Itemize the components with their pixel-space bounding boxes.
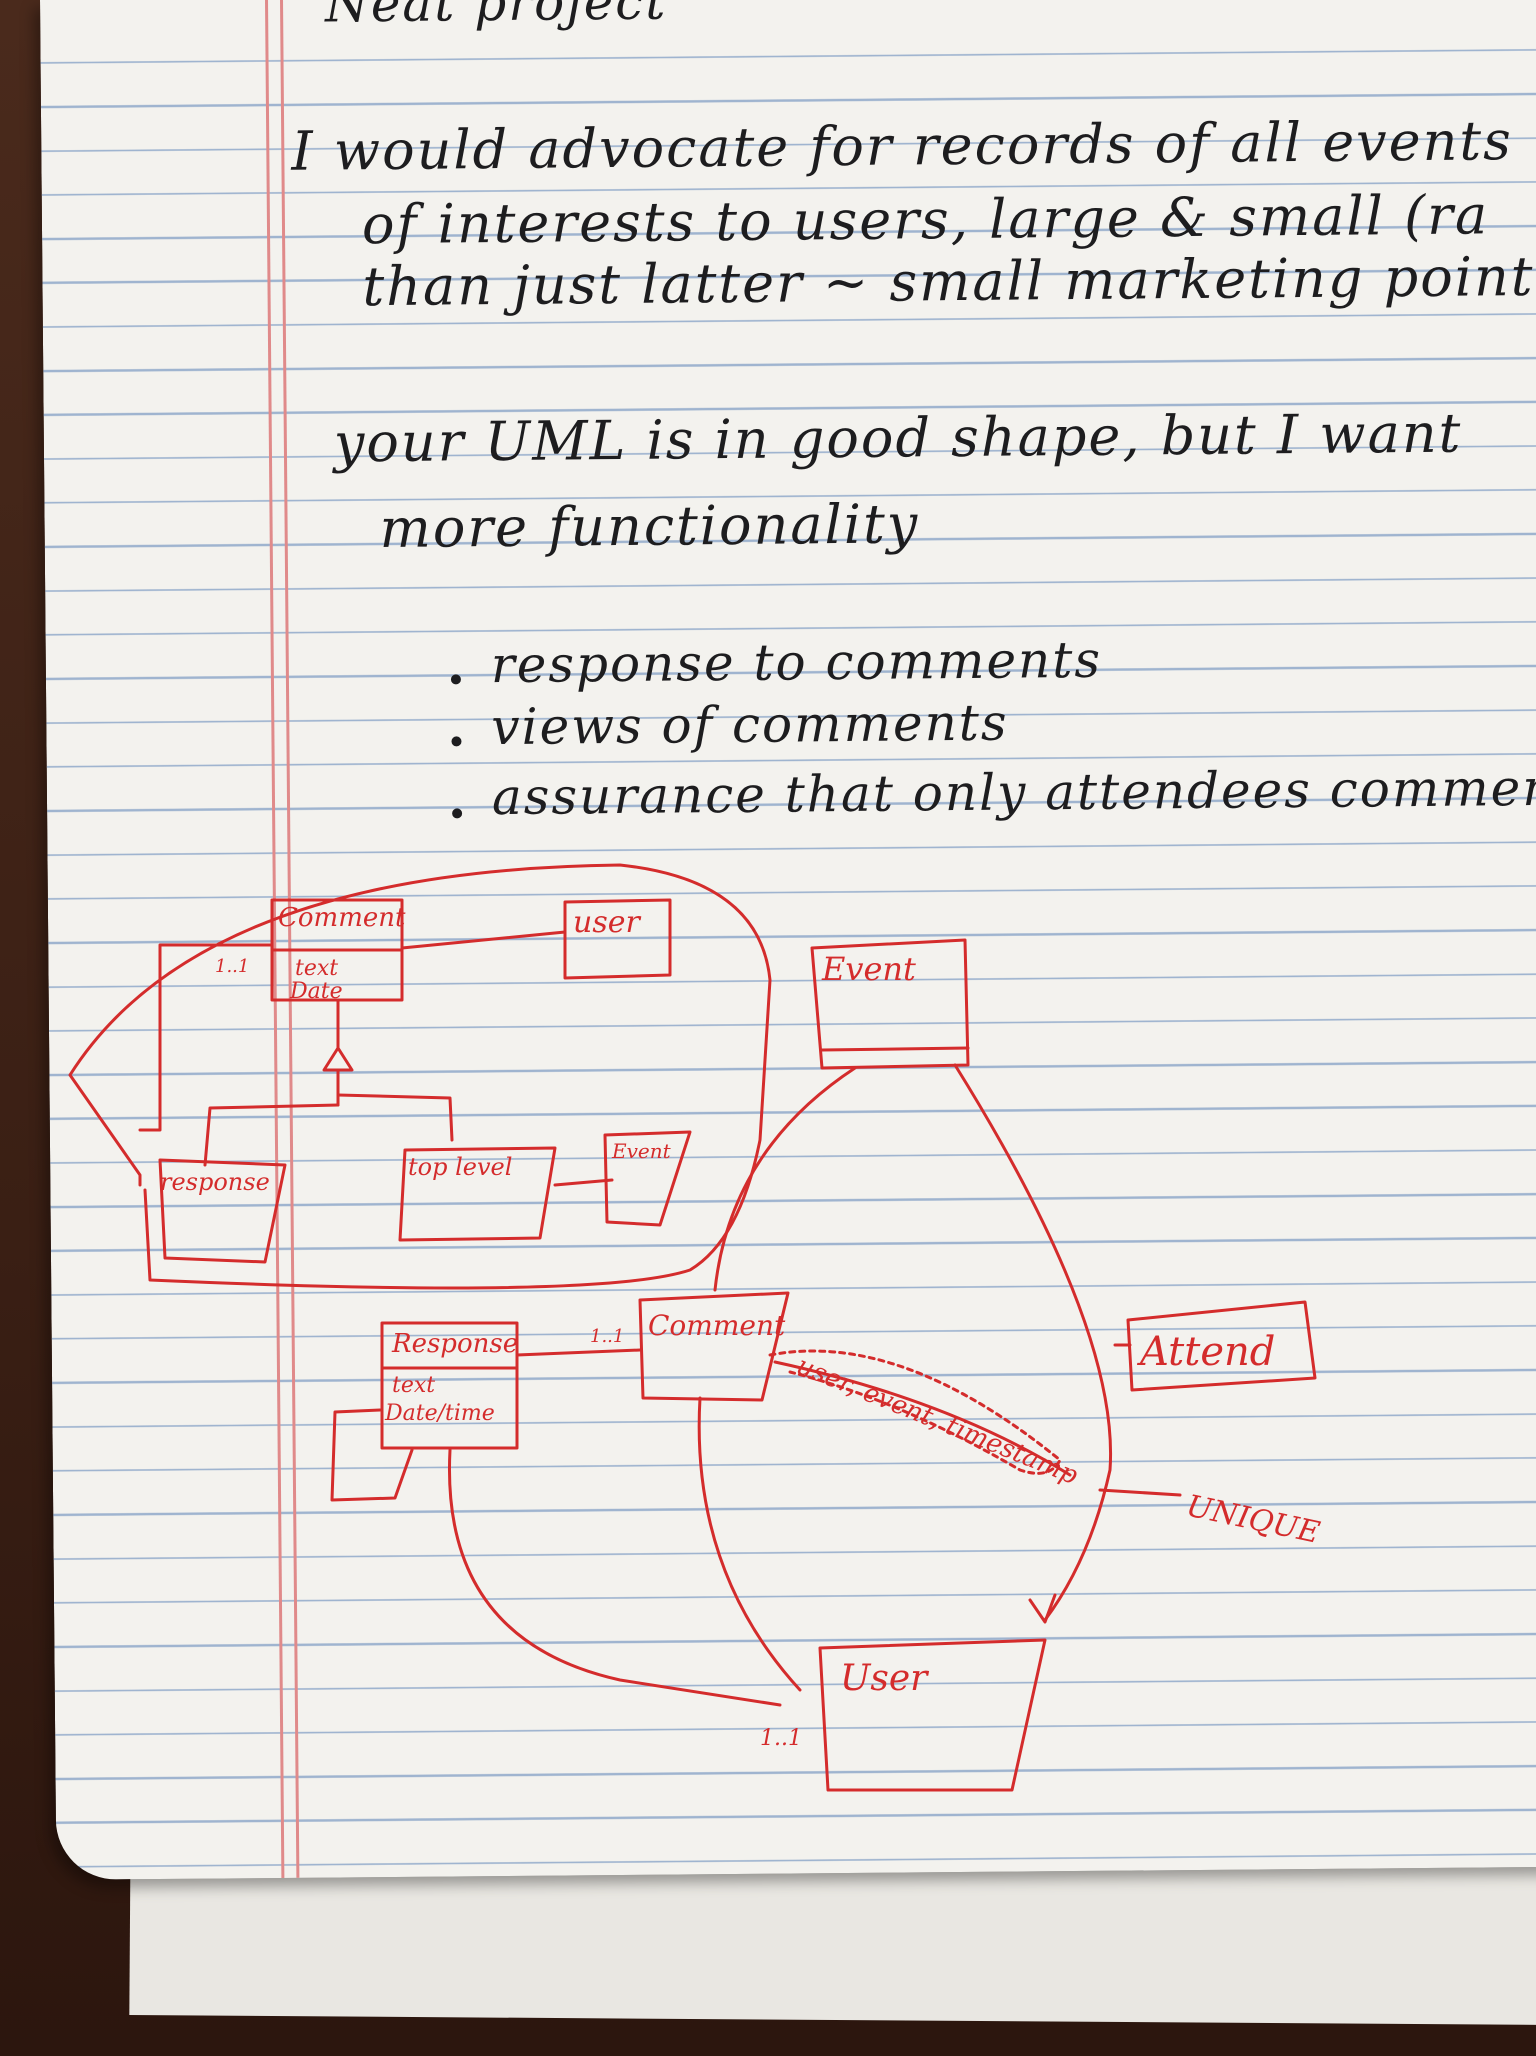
upper-self-relation <box>138 943 274 1132</box>
upper-comment-attr-date: Date <box>289 979 343 1004</box>
response-user-link <box>447 1448 782 1707</box>
lower-event-divider <box>820 1046 970 1052</box>
response-comment-multiplicity: 1..1 <box>590 1326 624 1347</box>
event-user-link <box>953 1063 1113 1622</box>
lower-event-label: Event <box>821 950 916 988</box>
upper-response-box <box>158 1158 287 1264</box>
upper-event-label: Event <box>611 1139 672 1163</box>
lower-attend-box <box>1126 1300 1317 1392</box>
lower-response-attr-date: Date/time <box>384 1401 495 1426</box>
lower-response-box <box>380 1321 519 1450</box>
upper-toplevel-label: top level <box>408 1153 512 1181</box>
constraint-dashed-outline <box>768 1349 1062 1475</box>
lower-comment-label: Comment <box>648 1309 786 1342</box>
unique-label: UNIQUE <box>1183 1489 1323 1551</box>
upper-event-box <box>603 1130 692 1227</box>
upper-response-label: response <box>160 1168 270 1196</box>
lower-event-box <box>810 938 970 1070</box>
upper-multiplicity: 1..1 <box>215 956 249 977</box>
event-user-arrowhead <box>1028 1593 1057 1624</box>
lower-response-self-relation <box>330 1408 414 1502</box>
user-multiplicity: 1..1 <box>760 1726 802 1751</box>
response-comment-link <box>515 1348 642 1357</box>
upper-comment-label: Comment <box>278 903 406 933</box>
lower-response-label: Response <box>391 1329 518 1359</box>
constraint-label: user, event, timestamp <box>792 1351 1082 1491</box>
lower-attend-label: Attend <box>1136 1329 1275 1375</box>
unique-pointer <box>1098 1488 1182 1497</box>
comment-user-link <box>697 1396 802 1692</box>
lower-user-label: User <box>840 1658 929 1699</box>
event-comment-link <box>713 1066 857 1292</box>
upper-user-label: user <box>573 905 641 940</box>
upper-comment-attr-text: text <box>295 956 338 981</box>
lower-response-attr-text: text <box>392 1373 435 1398</box>
inheritance-branch-left <box>203 1103 340 1167</box>
upper-user-box <box>563 898 672 980</box>
upper-cluster-outline <box>68 863 772 1290</box>
lower-user-box <box>818 1638 1047 1792</box>
upper-toplevel-box <box>398 1146 557 1242</box>
inheritance-triangle <box>322 1046 354 1072</box>
lower-comment-box <box>638 1291 790 1402</box>
upper-comment-user-link <box>400 930 567 950</box>
inheritance-branch-right <box>336 1093 454 1142</box>
constraint-underline <box>773 1360 1072 1477</box>
toplevel-event-link <box>553 1178 614 1187</box>
